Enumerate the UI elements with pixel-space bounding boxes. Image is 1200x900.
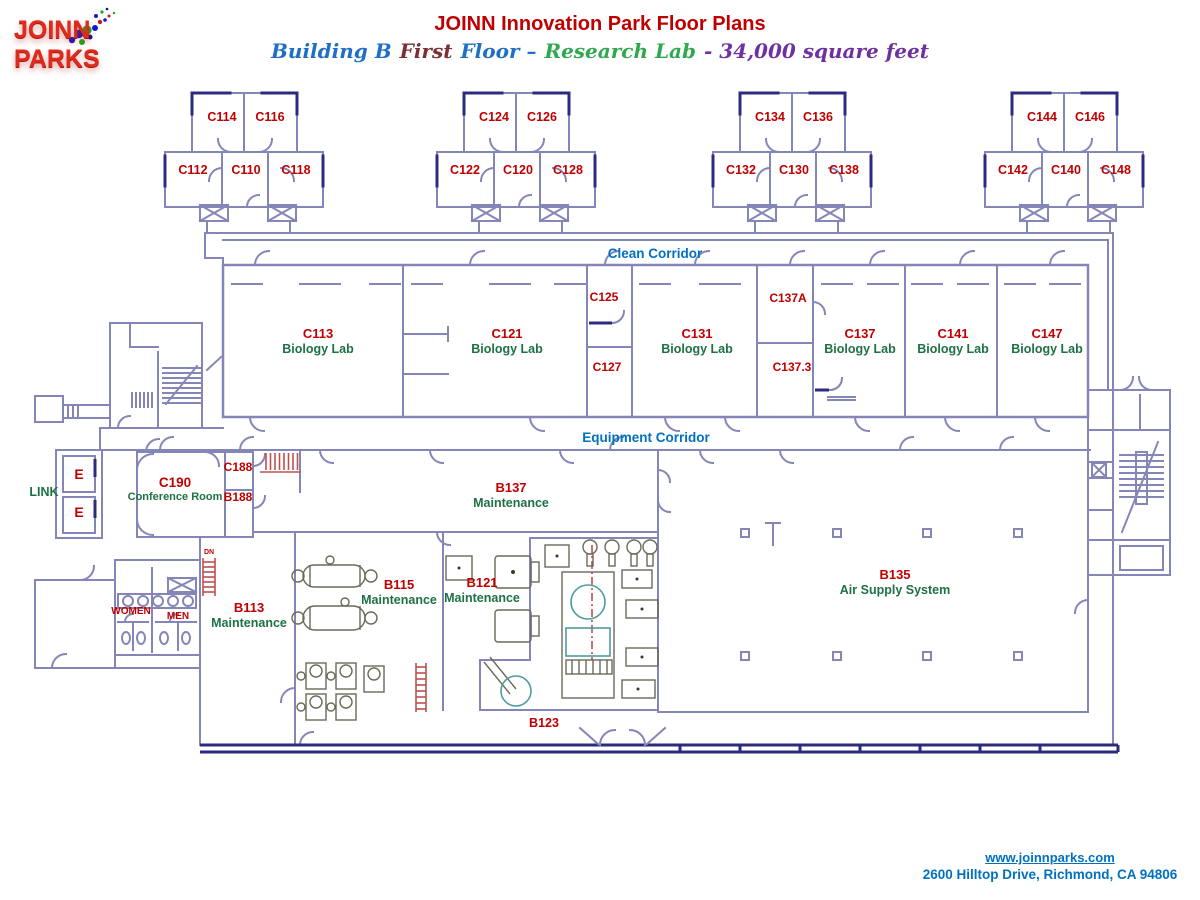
- room-label-b137: B137 Maintenance: [473, 480, 549, 510]
- clean-corridor-label: Clean Corridor: [607, 246, 703, 261]
- lab-doors-top: [253, 249, 1066, 267]
- logo-dots-icon: [68, 7, 116, 45]
- elevator-label-top: E: [74, 466, 84, 482]
- room-label-c144: C144: [1027, 110, 1057, 124]
- room-label-c136: C136: [803, 110, 833, 124]
- left-wing-walls: [34, 322, 203, 539]
- room-label-c142: C142: [998, 163, 1028, 177]
- footer: www.joinnparks.com 2600 Hilltop Drive, R…: [880, 850, 1200, 882]
- room-label-c190: C190 Conference Room: [127, 475, 223, 503]
- room-label-b135: B135 Air Supply System: [839, 567, 951, 597]
- room-label-c137-3: C137.3: [772, 360, 812, 374]
- men-restroom-label: MEN: [166, 611, 190, 622]
- room-label-b115: B115 Maintenance: [361, 577, 437, 607]
- subtitle-floor: Floor –: [460, 39, 537, 63]
- room-label-c127: C127: [592, 360, 622, 374]
- sink-counter: [117, 593, 197, 609]
- room-label-c134: C134: [755, 110, 785, 124]
- room-label-c122: C122: [450, 163, 480, 177]
- room-label-c118: C118: [281, 163, 311, 177]
- exterior-bottom-wall: [200, 743, 1120, 754]
- page-subtitle: Building B First Floor – Research Lab - 34,0…: [0, 39, 1200, 63]
- room-label-b188: B188: [223, 490, 253, 504]
- room-label-c137a: C137A: [769, 291, 807, 305]
- b115-equipment: [291, 555, 385, 721]
- room-label-c140: C140: [1051, 163, 1081, 177]
- stair-down-ladder: [202, 558, 216, 596]
- vestibule: [34, 579, 116, 669]
- subtitle-building: Building B: [271, 39, 392, 63]
- room-label-c128: C128: [553, 163, 583, 177]
- b121-equipment: [445, 539, 659, 707]
- women-restroom-label: WOMEN: [111, 606, 151, 617]
- room-label-c124: C124: [479, 110, 509, 124]
- subtitle-first: First: [399, 39, 453, 63]
- room-label-c120: C120: [503, 163, 533, 177]
- subtitle-square-feet: - 34,000 square feet: [703, 39, 929, 63]
- room-label-c147: C147 Biology Lab: [1011, 326, 1083, 356]
- lab-band-walls: [221, 249, 1090, 433]
- joinn-parks-logo: JOINN PARKS: [12, 4, 182, 74]
- pump-units: [296, 662, 385, 721]
- page-title: JOINN Innovation Park Floor Plans: [434, 13, 766, 35]
- conference-block-walls: [135, 450, 301, 538]
- elevator-shaft: [55, 449, 103, 539]
- subtitle-research-lab: Research Lab: [544, 39, 696, 63]
- lower-band-walls: [199, 449, 1090, 747]
- room-label-b113: B113 Maintenance: [211, 600, 287, 630]
- room-label-b123: B123: [529, 716, 559, 730]
- room-label-c132: C132: [726, 163, 756, 177]
- lab-doors-bottom: [248, 415, 1051, 433]
- footer-website-link[interactable]: www.joinnparks.com: [985, 850, 1115, 865]
- equipment-corridor-label: Equipment Corridor: [582, 430, 710, 445]
- equipment-corridor-walls: [57, 355, 1091, 465]
- room-label-c188: C188: [223, 460, 253, 474]
- room-label-c137: C137 Biology Lab: [824, 326, 896, 356]
- stair-down-label: DN: [203, 549, 215, 556]
- link-label: LINK: [29, 485, 59, 499]
- footer-address: 2600 Hilltop Drive, Richmond, CA 94806: [922, 867, 1178, 882]
- stair-hatch-c188: [260, 453, 301, 473]
- room-label-c112: C112: [178, 163, 208, 177]
- room-label-c113: C113 Biology Lab: [282, 326, 354, 356]
- dark-accents: [93, 321, 829, 518]
- b115-ladder: [415, 663, 427, 712]
- room-label-c116: C116: [255, 110, 285, 124]
- restroom-walls: [34, 559, 201, 670]
- bottom-doors: [578, 726, 667, 747]
- east-wing-walls: [1087, 375, 1171, 746]
- room-label-c110: C110: [231, 163, 261, 177]
- room-label-c131: C131 Biology Lab: [661, 326, 733, 356]
- room-label-c138: C138: [829, 163, 859, 177]
- logo-wordmark: JOINN PARKS: [14, 16, 100, 73]
- clean-corridor-walls: [204, 232, 1114, 391]
- room-label-c141: C141 Biology Lab: [917, 326, 989, 356]
- room-label-c146: C146: [1075, 110, 1105, 124]
- room-label-c148: C148: [1101, 163, 1131, 177]
- room-label-c114: C114: [207, 110, 237, 124]
- elevator-label-bottom: E: [74, 504, 84, 520]
- b135-columns: [740, 528, 1023, 661]
- room-label-c125: C125: [589, 290, 619, 304]
- room-label-b121: B121 Maintenance: [444, 575, 520, 605]
- room-label-c121: C121 Biology Lab: [471, 326, 543, 356]
- room-label-c126: C126: [527, 110, 557, 124]
- room-label-c130: C130: [779, 163, 809, 177]
